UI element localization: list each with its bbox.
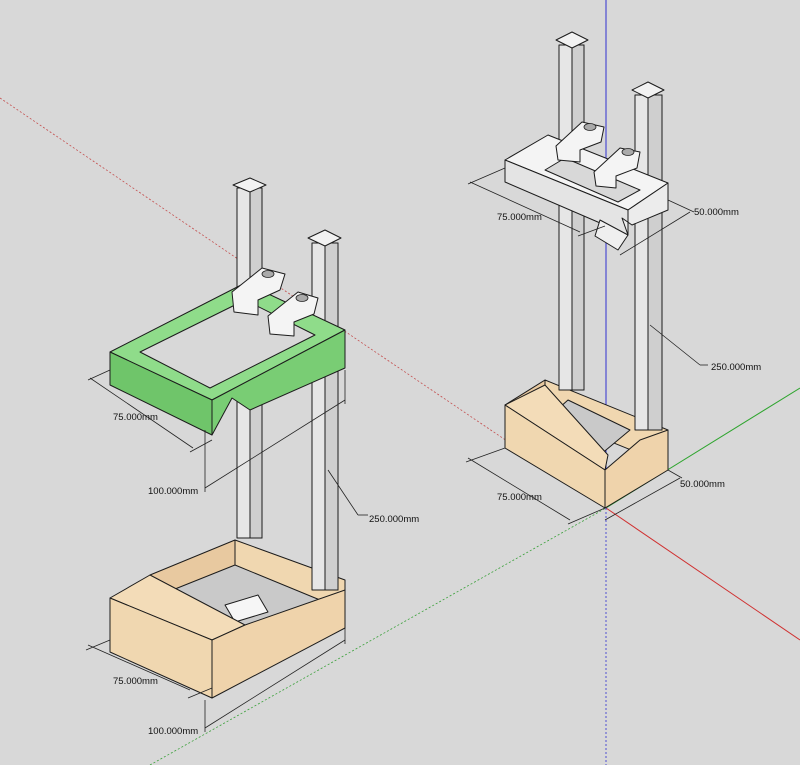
right-top-width-dim-line <box>469 181 581 233</box>
left-rail-height-label: 250.000mm <box>369 514 419 525</box>
left-clamps[interactable] <box>231 267 319 337</box>
left-front-rail-shade <box>324 242 339 591</box>
left-base-depth-dim-line <box>204 639 346 729</box>
right-front-clamp-screw-icon <box>621 148 635 156</box>
right-top-width-label: 75.000mm <box>497 212 542 223</box>
left-base-depth-label: 100.000mm <box>148 726 198 737</box>
right-top-depth-label: 50.000mm <box>694 207 739 218</box>
red-axis <box>605 507 800 641</box>
right-front-rail-cap <box>631 81 665 99</box>
right-back-clamp[interactable] <box>555 121 605 163</box>
left-top-depth-label: 100.000mm <box>148 486 198 497</box>
left-front-rail-cap <box>307 229 342 247</box>
right-rail-height-leader <box>649 324 701 366</box>
left-plate-right-face <box>211 329 346 436</box>
left-back-clamp-screw-icon <box>261 270 275 278</box>
right-rail-height-label: 250.000mm <box>711 362 761 373</box>
left-top-width-label: 75.000mm <box>113 412 158 423</box>
left-dimensions: 75.000mm 100.000mm 250.000mm 75.000mm 10… <box>85 369 419 737</box>
right-back-rail-shade <box>571 44 585 391</box>
right-front-clamp[interactable] <box>593 147 641 189</box>
right-dimensions: 75.000mm 50.000mm 250.000mm 75.000mm 50.… <box>465 167 761 525</box>
left-rail-height-leader <box>327 469 359 516</box>
right-base-depth-dim-line <box>604 477 681 521</box>
left-base-width-label: 75.000mm <box>113 676 158 687</box>
left-back-clamp[interactable] <box>231 267 286 316</box>
right-clamps[interactable] <box>555 121 641 189</box>
right-base[interactable] <box>504 379 669 509</box>
right-base-depth-label: 50.000mm <box>680 479 725 490</box>
right-plate-notch <box>594 219 629 251</box>
right-base-width-label: 75.000mm <box>497 492 542 503</box>
right-back-clamp-screw-icon <box>583 123 597 131</box>
right-front-rail-shade <box>647 94 663 431</box>
left-front-clamp[interactable] <box>267 291 319 337</box>
left-model[interactable]: 75.000mm 100.000mm 250.000mm 75.000mm 10… <box>85 177 419 737</box>
left-front-clamp-screw-icon <box>295 294 309 302</box>
right-plate-slot <box>544 157 641 203</box>
green-axis-negative <box>149 507 607 765</box>
left-back-rail-cap <box>232 177 267 193</box>
right-back-rail-cap <box>555 31 589 49</box>
left-base-front-face <box>109 597 213 699</box>
left-top-depth-dim-line <box>204 399 346 489</box>
left-base[interactable] <box>109 539 346 699</box>
right-top-plate[interactable] <box>504 134 669 251</box>
right-top-depth-dim-line <box>619 211 691 256</box>
left-top-width-dim-line <box>89 377 194 449</box>
left-base-width-dim-line <box>87 644 191 691</box>
left-base-hole <box>224 594 269 623</box>
right-base-width-dim-line <box>467 457 571 521</box>
right-model[interactable]: 75.000mm 50.000mm 250.000mm 75.000mm 50.… <box>465 31 761 525</box>
